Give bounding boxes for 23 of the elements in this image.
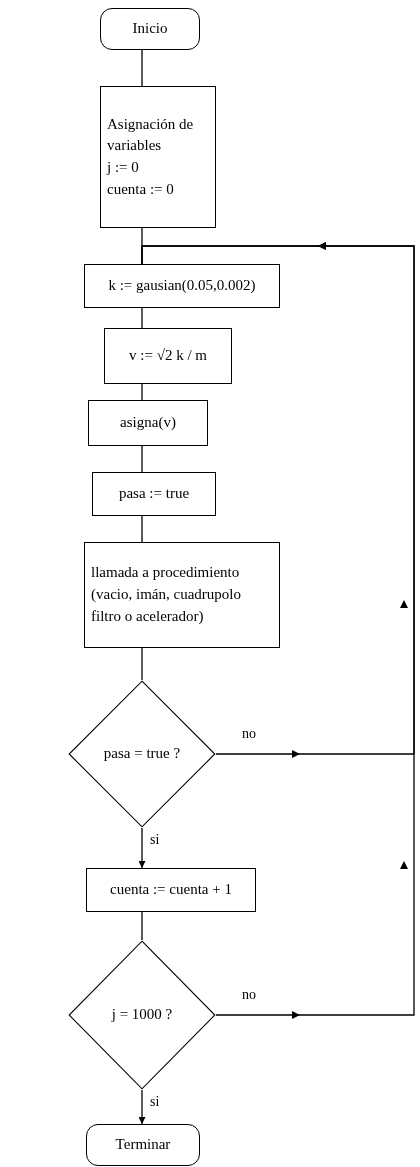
terminal-box [100,8,200,50]
process-box [88,400,208,446]
condition-text: pasa = true ? [103,744,181,764]
node-text: Terminar [115,1135,171,1155]
node-text: Inicio [132,19,168,39]
node-text: cuenta := cuenta + 1 [110,880,232,900]
node-text: v := √2 k / m [129,346,207,366]
process-box [84,264,280,308]
node-text: k := gausian(0.05,0.002) [108,276,256,296]
decision-diamond [68,940,216,1090]
process-box [100,86,216,228]
process-box [84,542,280,648]
node-text: pasa := true [118,484,190,504]
node-text: cuenta := 0 [107,179,175,199]
terminal-box [86,1124,200,1166]
condition-text: j = 1000 ? [111,1005,173,1025]
node-text: llamada a procedimiento (vacio, imán, cuadrupolo filtro o acelerador) [91,563,242,626]
process-box [104,328,232,384]
decision-diamond [68,680,216,828]
process-box [86,868,256,912]
process-box [92,472,216,516]
node-text: asigna(v) [120,413,176,433]
node-text: j := 0 [107,158,140,177]
